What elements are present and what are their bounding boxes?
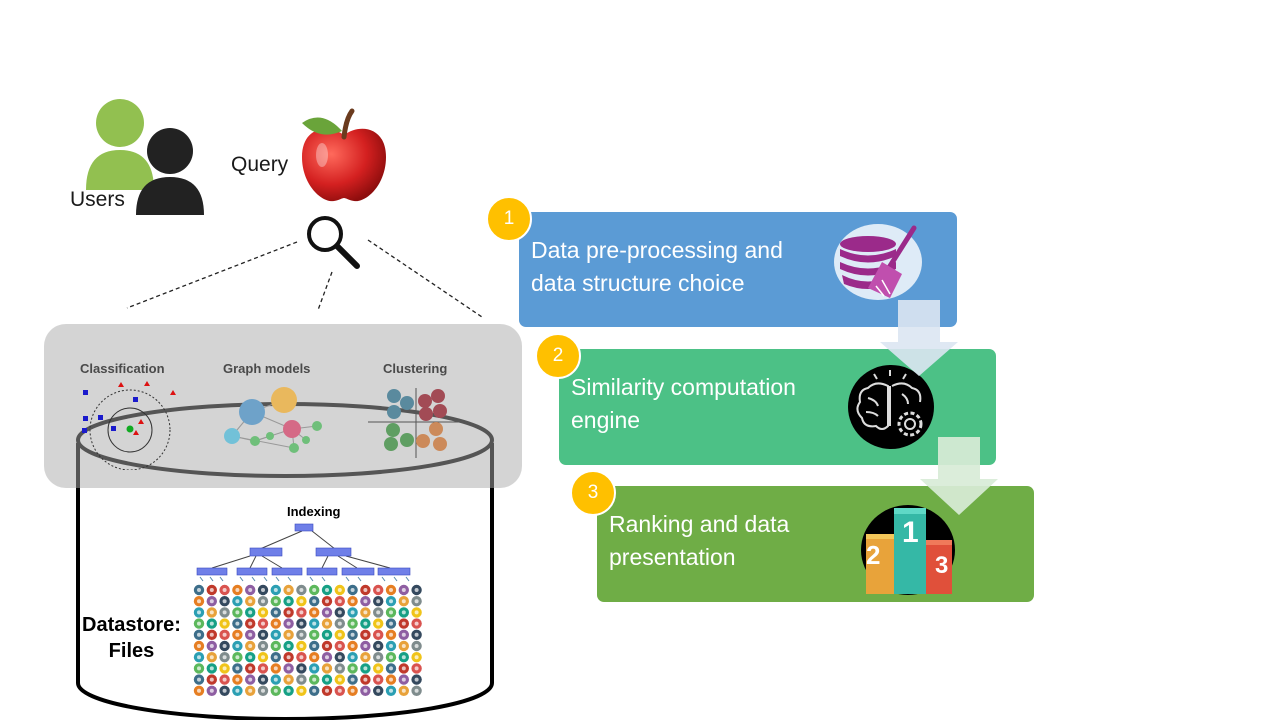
graph-models-icon bbox=[224, 387, 322, 453]
clustering-label: Clustering bbox=[383, 361, 448, 376]
datastore-line2: Files bbox=[108, 640, 155, 662]
graph-models-label: Graph models bbox=[223, 361, 311, 376]
apple-icon bbox=[302, 108, 386, 202]
datastore-label: Datastore: Files bbox=[82, 612, 181, 664]
datastore-line1: Datastore: bbox=[82, 614, 181, 636]
step-1-line1: Data pre-processing and bbox=[531, 237, 783, 263]
step-3-line2: presentation bbox=[609, 544, 736, 570]
search-icon bbox=[307, 216, 360, 269]
indexing-label: Indexing bbox=[287, 504, 341, 519]
files-grid-icon bbox=[193, 584, 422, 696]
clustering-icon bbox=[368, 388, 464, 458]
podium-third-label: 3 bbox=[935, 552, 949, 579]
brain-gear-icon bbox=[848, 365, 934, 449]
step-3-badge: 3 bbox=[570, 470, 616, 516]
query-label: Query bbox=[231, 153, 289, 176]
step-3-line1: Ranking and data bbox=[609, 511, 790, 537]
step-1-badge: 1 bbox=[486, 196, 532, 242]
classification-icon bbox=[82, 381, 176, 470]
step-2-line2: engine bbox=[571, 407, 641, 433]
users-label: Users bbox=[70, 188, 125, 211]
podium-first-label: 1 bbox=[902, 516, 919, 549]
classification-label: Classification bbox=[80, 361, 165, 376]
arrow-step2-to-step3 bbox=[920, 437, 998, 515]
step-2-line1: Similarity computation bbox=[571, 374, 796, 400]
step-2-badge: 2 bbox=[535, 333, 581, 379]
database-cleaning-icon bbox=[834, 224, 922, 300]
podium-icon bbox=[861, 505, 955, 595]
step-1-line2: data structure choice bbox=[531, 270, 745, 296]
users-icon bbox=[86, 99, 204, 215]
arrow-step1-to-step2 bbox=[880, 300, 958, 376]
podium-second-label: 2 bbox=[866, 540, 881, 570]
index-tree-icon bbox=[196, 523, 411, 582]
